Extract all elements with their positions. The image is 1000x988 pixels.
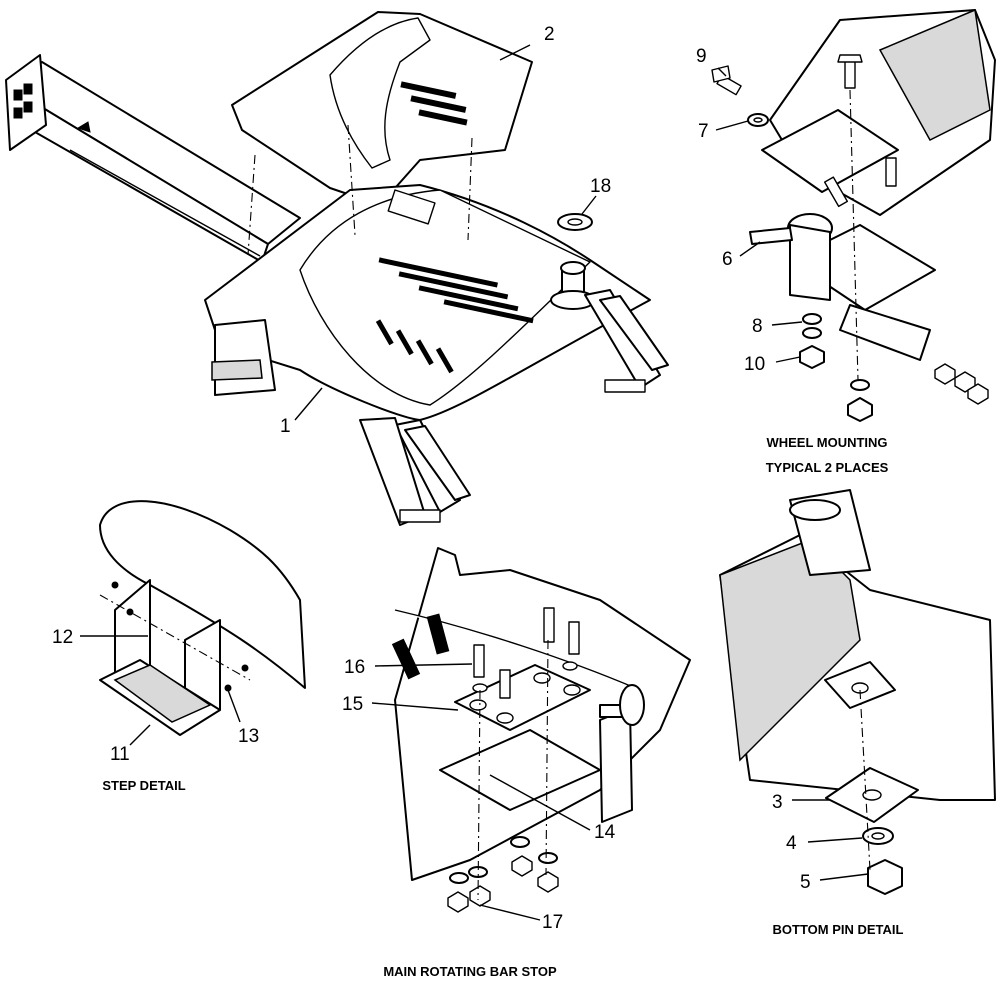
callout-1: 1 (280, 416, 291, 437)
callout-7: 7 (698, 121, 709, 142)
caption-step-detail: STEP DETAIL (102, 778, 185, 793)
main-deck (204, 184, 669, 526)
caption-typical-2-places: TYPICAL 2 PLACES (766, 460, 889, 475)
callout-15: 15 (342, 694, 363, 715)
callout-5: 5 (800, 872, 811, 893)
callout-8: 8 (752, 316, 763, 337)
callout-16: 16 (344, 657, 365, 678)
wheel-mounting-detail (711, 8, 996, 422)
callout-6: 6 (722, 249, 733, 270)
bottom-pin-detail (719, 489, 996, 895)
callout-3: 3 (772, 792, 783, 813)
callout-4: 4 (786, 833, 797, 854)
callout-14: 14 (594, 822, 616, 843)
callout-18: 18 (590, 176, 611, 197)
callout-12: 12 (52, 627, 73, 648)
callout-17: 17 (542, 912, 563, 933)
callout-9: 9 (696, 46, 707, 67)
caption-wheel-mounting: WHEEL MOUNTING (766, 435, 887, 450)
tongue-drawbar (5, 54, 301, 263)
caption-main-rotating-bar-stop: MAIN ROTATING BAR STOP (383, 964, 557, 979)
callout-numbers: 1 2 18 9 7 6 8 10 12 11 13 16 15 14 17 3… (52, 24, 811, 933)
main-rotating-bar-stop (391, 547, 691, 913)
main-assembly (5, 11, 669, 526)
callout-2: 2 (544, 24, 555, 45)
callout-10: 10 (744, 354, 765, 375)
callout-11: 11 (110, 744, 130, 765)
leader-lines (80, 44, 869, 921)
captions: WHEEL MOUNTING TYPICAL 2 PLACES STEP DET… (102, 435, 903, 979)
callout-13: 13 (238, 726, 259, 747)
caption-bottom-pin-detail: BOTTOM PIN DETAIL (773, 922, 904, 937)
step-detail (99, 500, 306, 736)
upper-shield-plate (231, 11, 533, 206)
